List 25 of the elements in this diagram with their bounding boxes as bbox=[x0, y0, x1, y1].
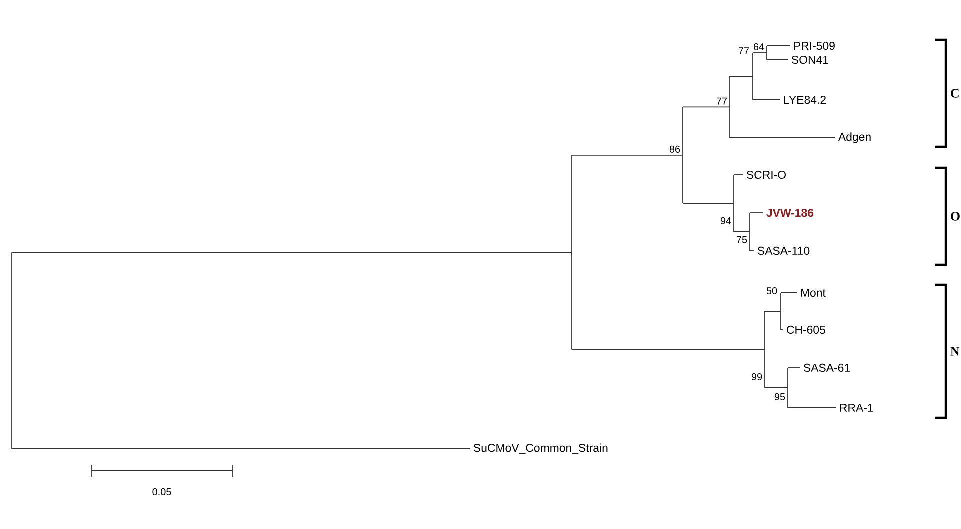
bootstrap-value: 99 bbox=[752, 373, 762, 380]
taxon-label: CH-605 bbox=[787, 326, 826, 334]
bootstrap-value: 95 bbox=[774, 393, 786, 400]
bootstrap-value: 64 bbox=[754, 44, 764, 51]
taxon-label: Adgen bbox=[838, 132, 871, 144]
clade-letter: C bbox=[951, 89, 959, 98]
bootstrap-value: 77 bbox=[738, 48, 750, 54]
taxon-label: RRA-1 bbox=[840, 404, 874, 412]
bootstrap-value: 50 bbox=[766, 287, 778, 295]
bootstrap-value: 86 bbox=[670, 146, 680, 153]
taxon-label: JVW-186 bbox=[766, 208, 814, 218]
bootstrap-value: 94 bbox=[720, 217, 732, 224]
clade-letter: N bbox=[950, 347, 960, 356]
taxon-label: SuCMoV_Common_Strain bbox=[474, 444, 608, 454]
taxon-label: SASA-110 bbox=[758, 246, 810, 256]
taxon-label: SCRI-O bbox=[746, 170, 786, 180]
bootstrap-value: 75 bbox=[736, 236, 748, 244]
scale-value: 0.05 bbox=[152, 488, 172, 496]
clade-letter: O bbox=[951, 212, 960, 221]
bootstrap-value: 77 bbox=[716, 98, 728, 105]
taxon-label: SON41 bbox=[792, 56, 828, 64]
taxon-label: LYE84.2 bbox=[784, 96, 826, 104]
taxon-label: Mont bbox=[801, 289, 826, 297]
taxon-label: SASA-61 bbox=[804, 364, 850, 372]
taxon-label: PRI-509 bbox=[794, 42, 835, 50]
